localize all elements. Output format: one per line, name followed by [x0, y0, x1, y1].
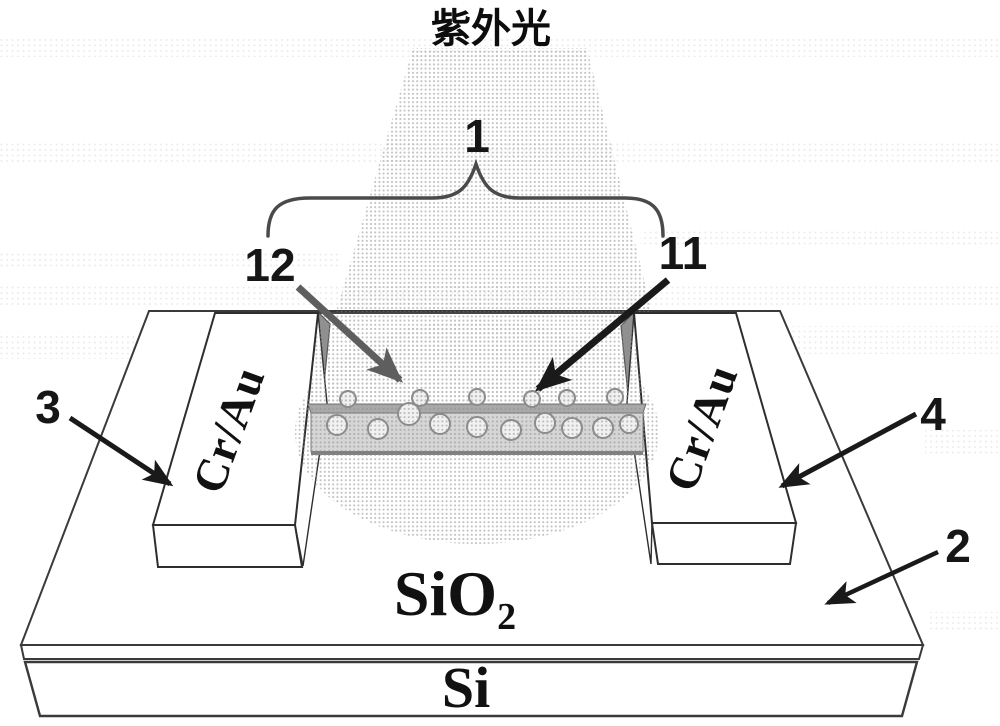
callout-12-label: 12	[244, 239, 295, 291]
arrow-11	[534, 277, 671, 392]
oxide-label-main: SiO	[394, 558, 497, 629]
noise-band	[928, 612, 1000, 630]
scan-noise-bands	[0, 38, 1000, 630]
callout-arrows	[68, 277, 939, 606]
arrow-12	[295, 284, 403, 383]
beam-brace	[266, 158, 665, 238]
uv-light-halo	[295, 320, 659, 544]
callout-3-label: 3	[35, 381, 61, 433]
noise-band	[0, 332, 148, 359]
uv-beam	[336, 48, 652, 312]
callout-4-label: 4	[920, 388, 946, 440]
callout-1-label: 1	[464, 110, 490, 162]
electrode-right-front-face	[650, 522, 798, 565]
oxide-label-subscript: 2	[497, 596, 516, 638]
uv-light-label: 紫外光	[431, 6, 551, 51]
silicon-substrate	[23, 660, 919, 718]
noise-band	[640, 228, 1000, 248]
oxide-front-face	[19, 644, 925, 660]
arrow-2	[824, 549, 939, 606]
noise-band	[0, 252, 340, 268]
noise-band	[790, 326, 1000, 354]
silicon-front-face	[23, 660, 919, 718]
noise-band	[925, 430, 1000, 454]
oxide-label: SiO2	[394, 558, 516, 638]
arrow-3	[68, 415, 174, 487]
callout-11-label: 11	[659, 227, 708, 279]
silicon-label: Si	[442, 655, 490, 720]
electrode-left-front-face	[151, 524, 304, 568]
callout-2-label: 2	[945, 520, 971, 572]
noise-band	[0, 38, 1000, 57]
arrow-4	[778, 411, 918, 489]
